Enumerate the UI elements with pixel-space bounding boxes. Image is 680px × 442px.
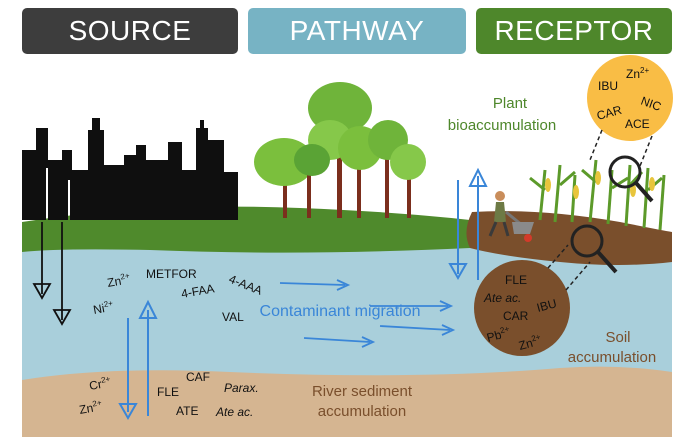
magnifier-icon [570,224,618,274]
contaminant-car: CAR [595,103,623,123]
plant-bioaccumulation-label: bioaccumulation [448,117,556,134]
contaminant-nic: NIC [639,94,664,114]
contaminant-zn: Zn2+ [106,271,132,290]
magnifier-icon [608,155,654,203]
zoom-line [639,135,653,167]
contaminant-ni: Ni2+ [92,299,115,317]
river-sediment [22,366,672,437]
soil-contaminants: FLE Ate ac. IBU CAR Pb2+ Zn2+ [483,273,558,353]
discharge-arrows [32,222,72,326]
soil-accumulation-label: Soil [605,329,630,346]
sediment-exchange-arrows [118,299,158,421]
contaminant-caf: CAF [186,370,210,384]
pathway-header: PATHWAY [248,8,466,54]
contaminant-fle: FLE [505,273,527,287]
contaminant-pb: Pb2+ [485,324,512,345]
contaminant-zn: Zn2+ [626,66,649,81]
contaminant-ate-ac: Ate ac. [483,291,521,305]
city-skyline-icon [22,118,238,220]
river-sediment-label: River sediment [312,383,413,400]
contaminant-4faa: 4-FAA [180,281,215,301]
farmer-icon [488,191,534,242]
receptor-header: RECEPTOR [476,8,672,54]
zoom-line [589,129,603,161]
contaminant-metfor: METFOR [146,267,197,281]
source-header: SOURCE [22,8,238,54]
corn-cobs-icon [545,171,655,199]
contaminant-ate-ac: Ate ac. [215,405,253,419]
soil-accumulation-label: accumulation [568,349,656,366]
contaminant-car: CAR [503,309,529,323]
contaminant-cr: Cr2+ [88,374,112,393]
zoom-line [547,244,569,269]
plant-contaminant-bubble [587,55,673,141]
river-sediment-label: accumulation [318,403,406,420]
forest-icon [254,82,426,218]
plant-uptake-arrows [448,167,488,281]
soil-contaminant-bubble [474,260,570,356]
zoom-line [565,261,591,291]
migration-arrows [279,279,456,348]
contaminant-ate: ATE [176,404,198,418]
contaminant-ace: ACE [625,117,650,131]
sediment-contaminants: Cr2+ Zn2+ FLE CAF Parax. ATE Ate ac. [78,370,259,419]
contaminant-zn: Zn2+ [78,398,104,417]
contaminant-zn: Zn2+ [517,332,544,353]
contaminant-ibu: IBU [535,296,558,315]
plant-contaminants: IBU Zn2+ NIC CAR ACE [595,66,663,131]
contaminant-parax: Parax. [224,381,259,395]
contaminant-val: VAL [222,310,244,324]
corn-plants-icon [529,159,666,231]
plant-bioaccumulation-label: Plant [493,95,528,112]
contaminant-ibu: IBU [598,79,618,93]
contaminant-migration-label: Contaminant migration [260,303,421,320]
contaminant-fle: FLE [157,385,179,399]
